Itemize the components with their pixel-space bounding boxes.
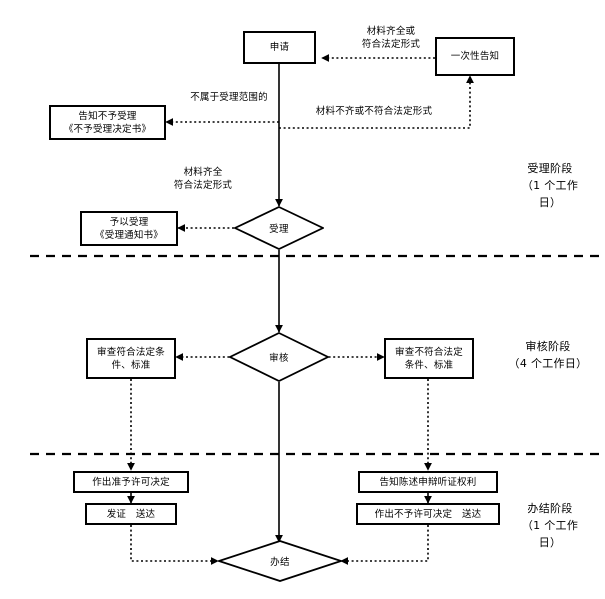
edge-label-not-in-scope: 不属于受理范围的 (169, 92, 289, 105)
phase-label-acceptance-line2: （1 个工作 (521, 179, 579, 192)
node-issue-deliver-label: 发证 送达 (106, 508, 156, 520)
node-reject-acceptance-line2: 《不予受理决定书》 (63, 123, 152, 135)
node-review-pass-line2: 件、标准 (111, 359, 151, 371)
edge-label-materials-incomplete: 材料不齐或不符合法定形式 (294, 106, 454, 119)
edge-label-materials-ok-or-legal: 材料齐全或 符合法定形式 (336, 26, 446, 51)
edge-label-materials-ok-line1: 材料齐全或 (366, 26, 416, 37)
node-deny-decision-label: 作出不予许可决定 送达 (374, 508, 482, 520)
node-grant-acceptance-line1: 予以受理 (109, 216, 149, 228)
edge-label-materials-complete-legal: 材料齐全 符合法定形式 (148, 167, 258, 192)
phase-label-review-line1: 审核阶段 (525, 340, 571, 353)
phase-label-acceptance-line3: 日） (538, 196, 562, 209)
wire-deny-to-complete (340, 525, 429, 565)
edge-label-materials-complete-line2: 符合法定形式 (173, 179, 233, 191)
node-issue-deliver[interactable]: 发证 送达 (85, 503, 177, 525)
node-review-pass[interactable]: 审查符合法定条 件、标准 (86, 338, 176, 379)
edge-label-materials-incomplete-line1: 材料不齐或不符合法定形式 (315, 106, 433, 117)
node-grant-acceptance[interactable]: 予以受理 《受理通知书》 (80, 211, 178, 246)
wire-incomplete-to-notice (279, 75, 474, 129)
node-review-fail-line2: 条件、标准 (404, 359, 454, 371)
edge-label-materials-complete-line1: 材料齐全 (183, 167, 223, 178)
node-review-pass-line1: 审查符合法定条 (97, 346, 165, 358)
node-reject-acceptance-line1: 告知不予受理 (78, 110, 137, 122)
phase-label-acceptance-line1: 受理阶段 (527, 162, 573, 175)
node-apply[interactable]: 申请 (243, 31, 316, 64)
phase-label-review: 审核阶段 （4 个工作日） (498, 338, 598, 372)
wire-issue-to-complete (130, 525, 219, 565)
node-review-fail-line1: 审查不符合法定 (395, 346, 463, 358)
node-permit-decision-label: 作出准予许可决定 (92, 476, 170, 488)
node-reject-acceptance[interactable]: 告知不予受理 《不予受理决定书》 (49, 105, 166, 140)
node-one-time-notice-label: 一次性告知 (450, 51, 500, 62)
phase-label-completion-line3: 日） (538, 536, 562, 549)
node-apply-label: 申请 (269, 42, 290, 53)
node-complete[interactable]: 办结 (218, 540, 342, 582)
node-permit-decision[interactable]: 作出准予许可决定 (73, 471, 189, 493)
node-deny-decision[interactable]: 作出不予许可决定 送达 (356, 503, 500, 525)
node-acceptance-decision[interactable]: 受理 (234, 206, 324, 250)
phase-label-completion: 办结阶段 （1 个工作 日） (505, 500, 595, 551)
phase-label-review-line2: （4 个工作日） (508, 357, 588, 370)
phase-label-completion-line2: （1 个工作 (521, 519, 579, 532)
phase-label-acceptance: 受理阶段 （1 个工作 日） (505, 160, 595, 211)
node-grant-acceptance-line2: 《受理通知书》 (95, 229, 163, 241)
node-one-time-notice[interactable]: 一次性告知 (435, 37, 515, 76)
node-notify-rights-label: 告知陈述申辩听证权利 (379, 476, 477, 488)
edge-label-materials-ok-line2: 符合法定形式 (361, 38, 421, 50)
phase-label-completion-line1: 办结阶段 (527, 502, 573, 515)
node-review-fail[interactable]: 审查不符合法定 条件、标准 (384, 338, 474, 379)
node-review-decision[interactable]: 审核 (229, 332, 329, 382)
node-notify-rights[interactable]: 告知陈述申辩听证权利 (358, 471, 498, 493)
edge-label-not-in-scope-line1: 不属于受理范围的 (190, 92, 268, 103)
